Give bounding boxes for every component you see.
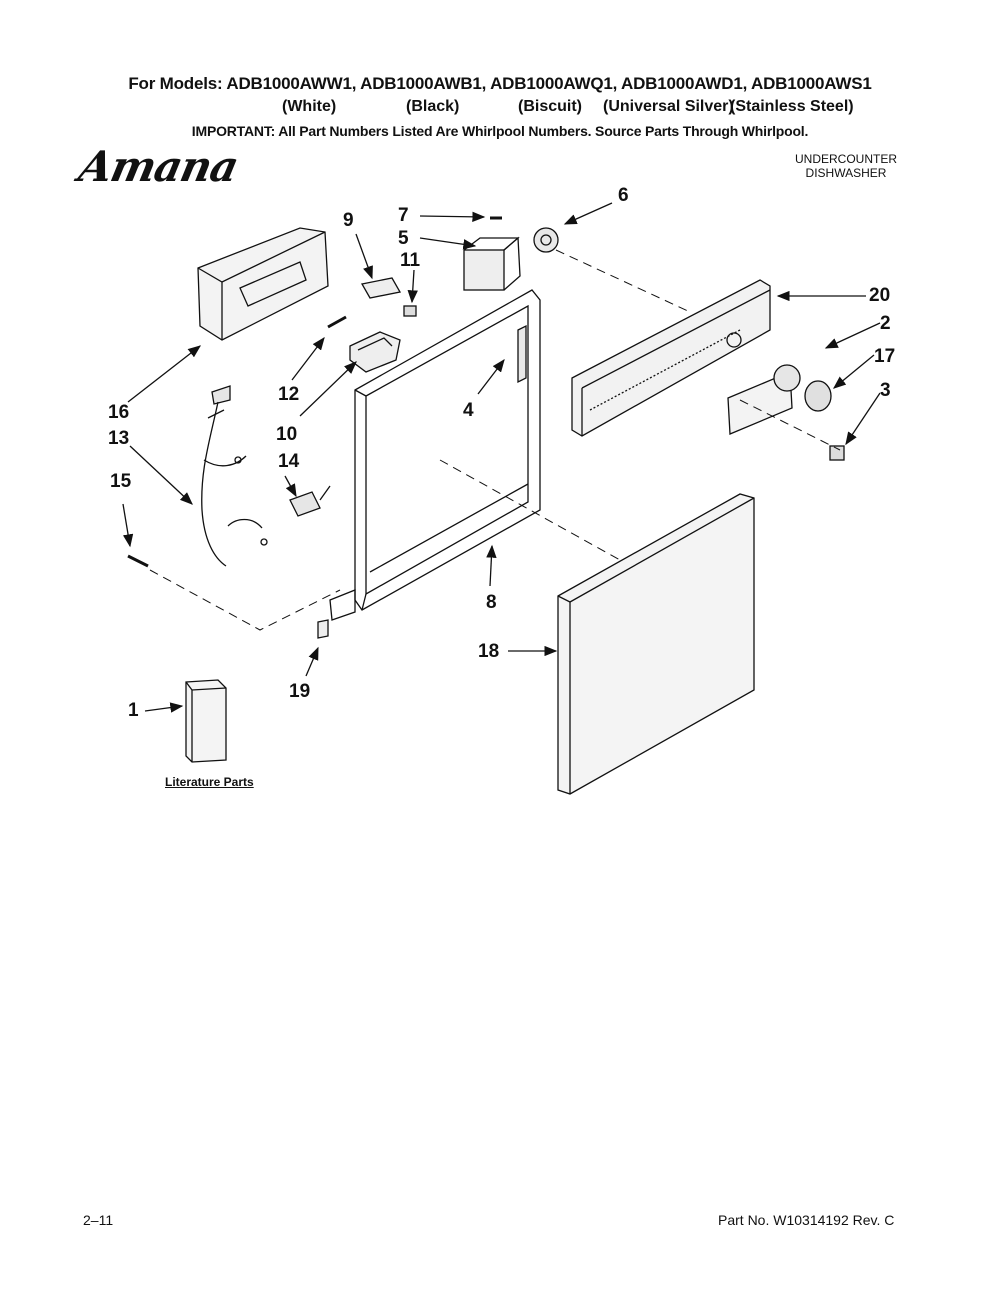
part-1-literature (185, 679, 227, 763)
color-black: (Black) (406, 98, 460, 115)
callout-20: 20 (869, 285, 891, 306)
part-number: Part No. W10314192 Rev. C (718, 1212, 895, 1228)
important-note: IMPORTANT: All Part Numbers Listed Are W… (191, 123, 809, 139)
callout-19: 19 (289, 681, 311, 702)
callout-4: 4 (463, 400, 474, 421)
callout-9: 9 (343, 210, 354, 231)
part-20-console (571, 279, 771, 437)
callout-8: 8 (486, 592, 497, 613)
parts-2-17-knob (727, 364, 845, 461)
literature-parts-label: Literature Parts (165, 775, 254, 789)
part-18-door-panel (557, 493, 755, 795)
alignment-lines (149, 249, 841, 631)
product-type-line2: DISHWASHER (805, 166, 887, 180)
page-number: 2–11 (83, 1212, 114, 1228)
parts-9-12-bracket (327, 277, 417, 373)
callout-arrows (122, 202, 881, 713)
callout-15: 15 (110, 471, 132, 492)
callout-13: 13 (108, 428, 130, 449)
callout-11: 11 (400, 250, 421, 271)
product-type: UNDERCOUNTER DISHWASHER (795, 152, 897, 180)
callout-14: 14 (278, 451, 300, 472)
color-stainless-steel: (Stainless Steel) (730, 98, 854, 115)
callout-3: 3 (880, 380, 891, 401)
callout-6: 6 (618, 185, 629, 206)
callout-10: 10 (276, 424, 298, 445)
part-8-door-frame (329, 289, 541, 621)
callout-2: 2 (880, 313, 891, 334)
color-white: (White) (282, 98, 337, 115)
callout-17: 17 (874, 346, 896, 367)
part-19-clip (317, 619, 329, 639)
color-biscuit: (Biscuit) (518, 98, 582, 115)
parts-14-15 (127, 485, 331, 568)
callout-5: 5 (398, 228, 409, 249)
callout-16: 16 (108, 402, 130, 423)
part-16-cover (197, 227, 329, 341)
color-universal-silver: (Universal Silver) (603, 98, 734, 115)
callout-7: 7 (398, 205, 409, 226)
callout-18: 18 (478, 641, 500, 662)
part-13-harness (201, 385, 268, 567)
callout-1: 1 (128, 700, 139, 721)
models-line: For Models: ADB1000AWW1, ADB1000AWB1, AD… (128, 74, 872, 93)
product-type-line1: UNDERCOUNTER (795, 152, 897, 166)
callout-12: 12 (278, 384, 300, 405)
parts-5-7-switch (463, 216, 559, 291)
